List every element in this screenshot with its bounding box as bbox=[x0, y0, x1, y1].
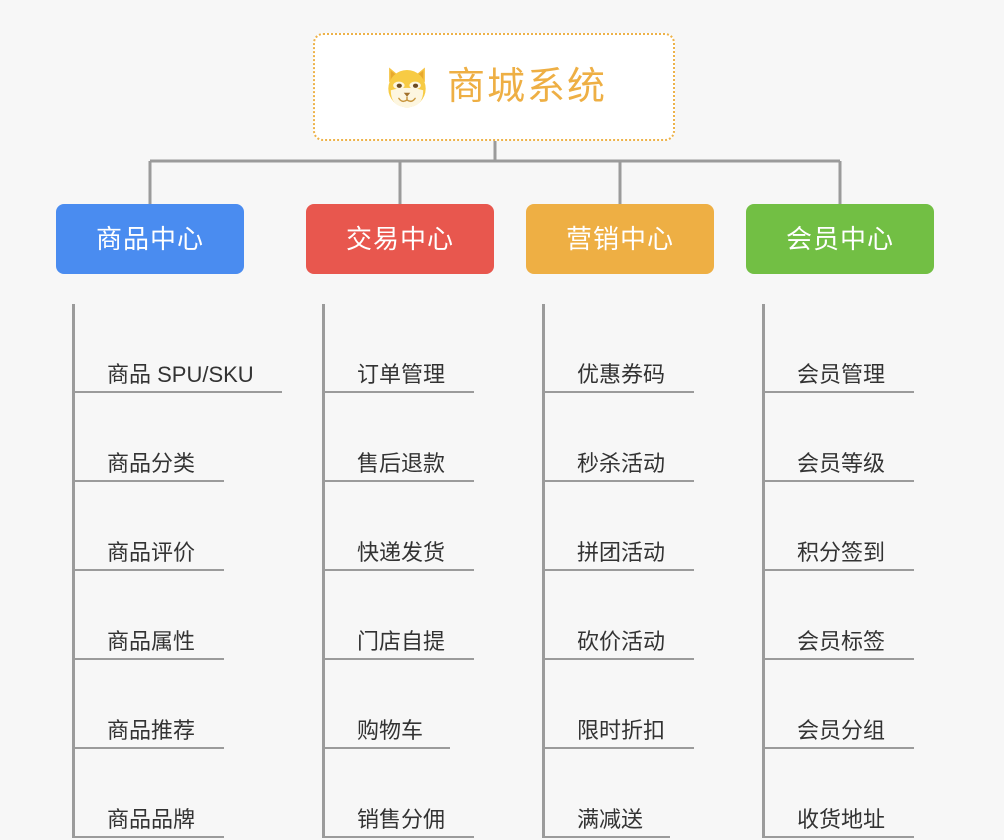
leaf-item[interactable]: 会员分组 bbox=[762, 660, 934, 749]
leaf-item-label: 会员管理 bbox=[797, 361, 886, 387]
leaf-item[interactable]: 销售分佣 bbox=[322, 749, 494, 838]
category-column-product: 商品中心 商品 SPU/SKU 商品分类 商品评价 商品属性 商品推荐 商品品牌 bbox=[56, 204, 282, 838]
leaf-item-label: 拼团活动 bbox=[577, 539, 666, 565]
category-column-transaction: 交易中心 订单管理 售后退款 快递发货 门店自提 购物车 销售分佣 bbox=[306, 204, 494, 838]
leaf-item-label: 快递发货 bbox=[357, 539, 446, 565]
leaf-item[interactable]: 门店自提 bbox=[322, 571, 494, 660]
leaf-item[interactable]: 会员等级 bbox=[762, 393, 934, 482]
leaf-item-label: 秒杀活动 bbox=[577, 450, 666, 476]
category-header-label: 交易中心 bbox=[345, 224, 454, 254]
category-header-label: 营销中心 bbox=[565, 224, 674, 254]
leaf-item[interactable]: 商品推荐 bbox=[72, 660, 244, 749]
leaf-item[interactable]: 快递发货 bbox=[322, 482, 494, 571]
category-header-label: 商品中心 bbox=[95, 224, 204, 254]
leaf-item-label: 购物车 bbox=[357, 717, 424, 743]
leaf-item[interactable]: 订单管理 bbox=[322, 304, 494, 393]
leaf-item[interactable]: 商品评价 bbox=[72, 482, 244, 571]
leaf-item-label: 商品推荐 bbox=[107, 717, 196, 743]
leaf-list-member: 会员管理 会员等级 积分签到 会员标签 会员分组 收货地址 bbox=[762, 304, 934, 838]
leaf-item-label: 商品属性 bbox=[107, 628, 196, 654]
leaf-item-label: 商品品牌 bbox=[107, 806, 196, 832]
leaf-item[interactable]: 限时折扣 bbox=[542, 660, 714, 749]
leaf-item[interactable]: 商品分类 bbox=[72, 393, 244, 482]
leaf-list-marketing: 优惠券码 秒杀活动 拼团活动 砍价活动 限时折扣 满减送 bbox=[542, 304, 714, 838]
category-column-marketing: 营销中心 优惠券码 秒杀活动 拼团活动 砍价活动 限时折扣 满减送 bbox=[526, 204, 714, 838]
leaf-item-label: 商品评价 bbox=[107, 539, 196, 565]
leaf-item[interactable]: 商品品牌 bbox=[72, 749, 244, 838]
category-header-transaction[interactable]: 交易中心 bbox=[306, 204, 494, 274]
leaf-item-label: 订单管理 bbox=[357, 361, 446, 387]
category-header-product[interactable]: 商品中心 bbox=[56, 204, 244, 274]
leaf-list-transaction: 订单管理 售后退款 快递发货 门店自提 购物车 销售分佣 bbox=[322, 304, 494, 838]
leaf-item-label: 会员分组 bbox=[797, 717, 886, 743]
root-node-title: 商城系统 bbox=[446, 66, 607, 108]
leaf-item-label: 会员标签 bbox=[797, 628, 886, 654]
leaf-item[interactable]: 收货地址 bbox=[762, 749, 934, 838]
leaf-item-label: 优惠券码 bbox=[577, 361, 666, 387]
leaf-item[interactable]: 商品属性 bbox=[72, 571, 244, 660]
category-header-marketing[interactable]: 营销中心 bbox=[526, 204, 714, 274]
leaf-list-product: 商品 SPU/SKU 商品分类 商品评价 商品属性 商品推荐 商品品牌 bbox=[72, 304, 282, 838]
leaf-item[interactable]: 商品 SPU/SKU bbox=[72, 304, 282, 393]
leaf-item[interactable]: 售后退款 bbox=[322, 393, 494, 482]
leaf-item[interactable]: 积分签到 bbox=[762, 482, 934, 571]
leaf-item-label: 收货地址 bbox=[797, 806, 886, 832]
leaf-item-label: 满减送 bbox=[577, 806, 644, 832]
leaf-item[interactable]: 拼团活动 bbox=[542, 482, 714, 571]
leaf-item-label: 砍价活动 bbox=[577, 628, 666, 654]
leaf-item[interactable]: 购物车 bbox=[322, 660, 494, 749]
leaf-item-label: 限时折扣 bbox=[577, 717, 666, 743]
category-header-member[interactable]: 会员中心 bbox=[746, 204, 934, 274]
leaf-item-label: 积分签到 bbox=[797, 539, 886, 565]
leaf-item-label: 销售分佣 bbox=[357, 806, 446, 832]
leaf-item-label: 会员等级 bbox=[797, 450, 886, 476]
root-node-mall-system[interactable]: 商城系统 bbox=[313, 33, 675, 141]
category-header-label: 会员中心 bbox=[785, 224, 894, 254]
leaf-item[interactable]: 优惠券码 bbox=[542, 304, 714, 393]
leaf-item[interactable]: 秒杀活动 bbox=[542, 393, 714, 482]
leaf-item[interactable]: 会员标签 bbox=[762, 571, 934, 660]
leaf-item-label: 售后退款 bbox=[357, 450, 446, 476]
leaf-item[interactable]: 满减送 bbox=[542, 749, 714, 838]
leaf-item[interactable]: 会员管理 bbox=[762, 304, 934, 393]
leaf-item-label: 商品分类 bbox=[107, 450, 196, 476]
leaf-item[interactable]: 砍价活动 bbox=[542, 571, 714, 660]
leaf-item-label: 商品 SPU/SKU bbox=[107, 361, 254, 387]
category-column-member: 会员中心 会员管理 会员等级 积分签到 会员标签 会员分组 收货地址 bbox=[746, 204, 934, 838]
shiba-dog-emoji-icon bbox=[388, 67, 426, 109]
leaf-item-label: 门店自提 bbox=[357, 628, 446, 654]
